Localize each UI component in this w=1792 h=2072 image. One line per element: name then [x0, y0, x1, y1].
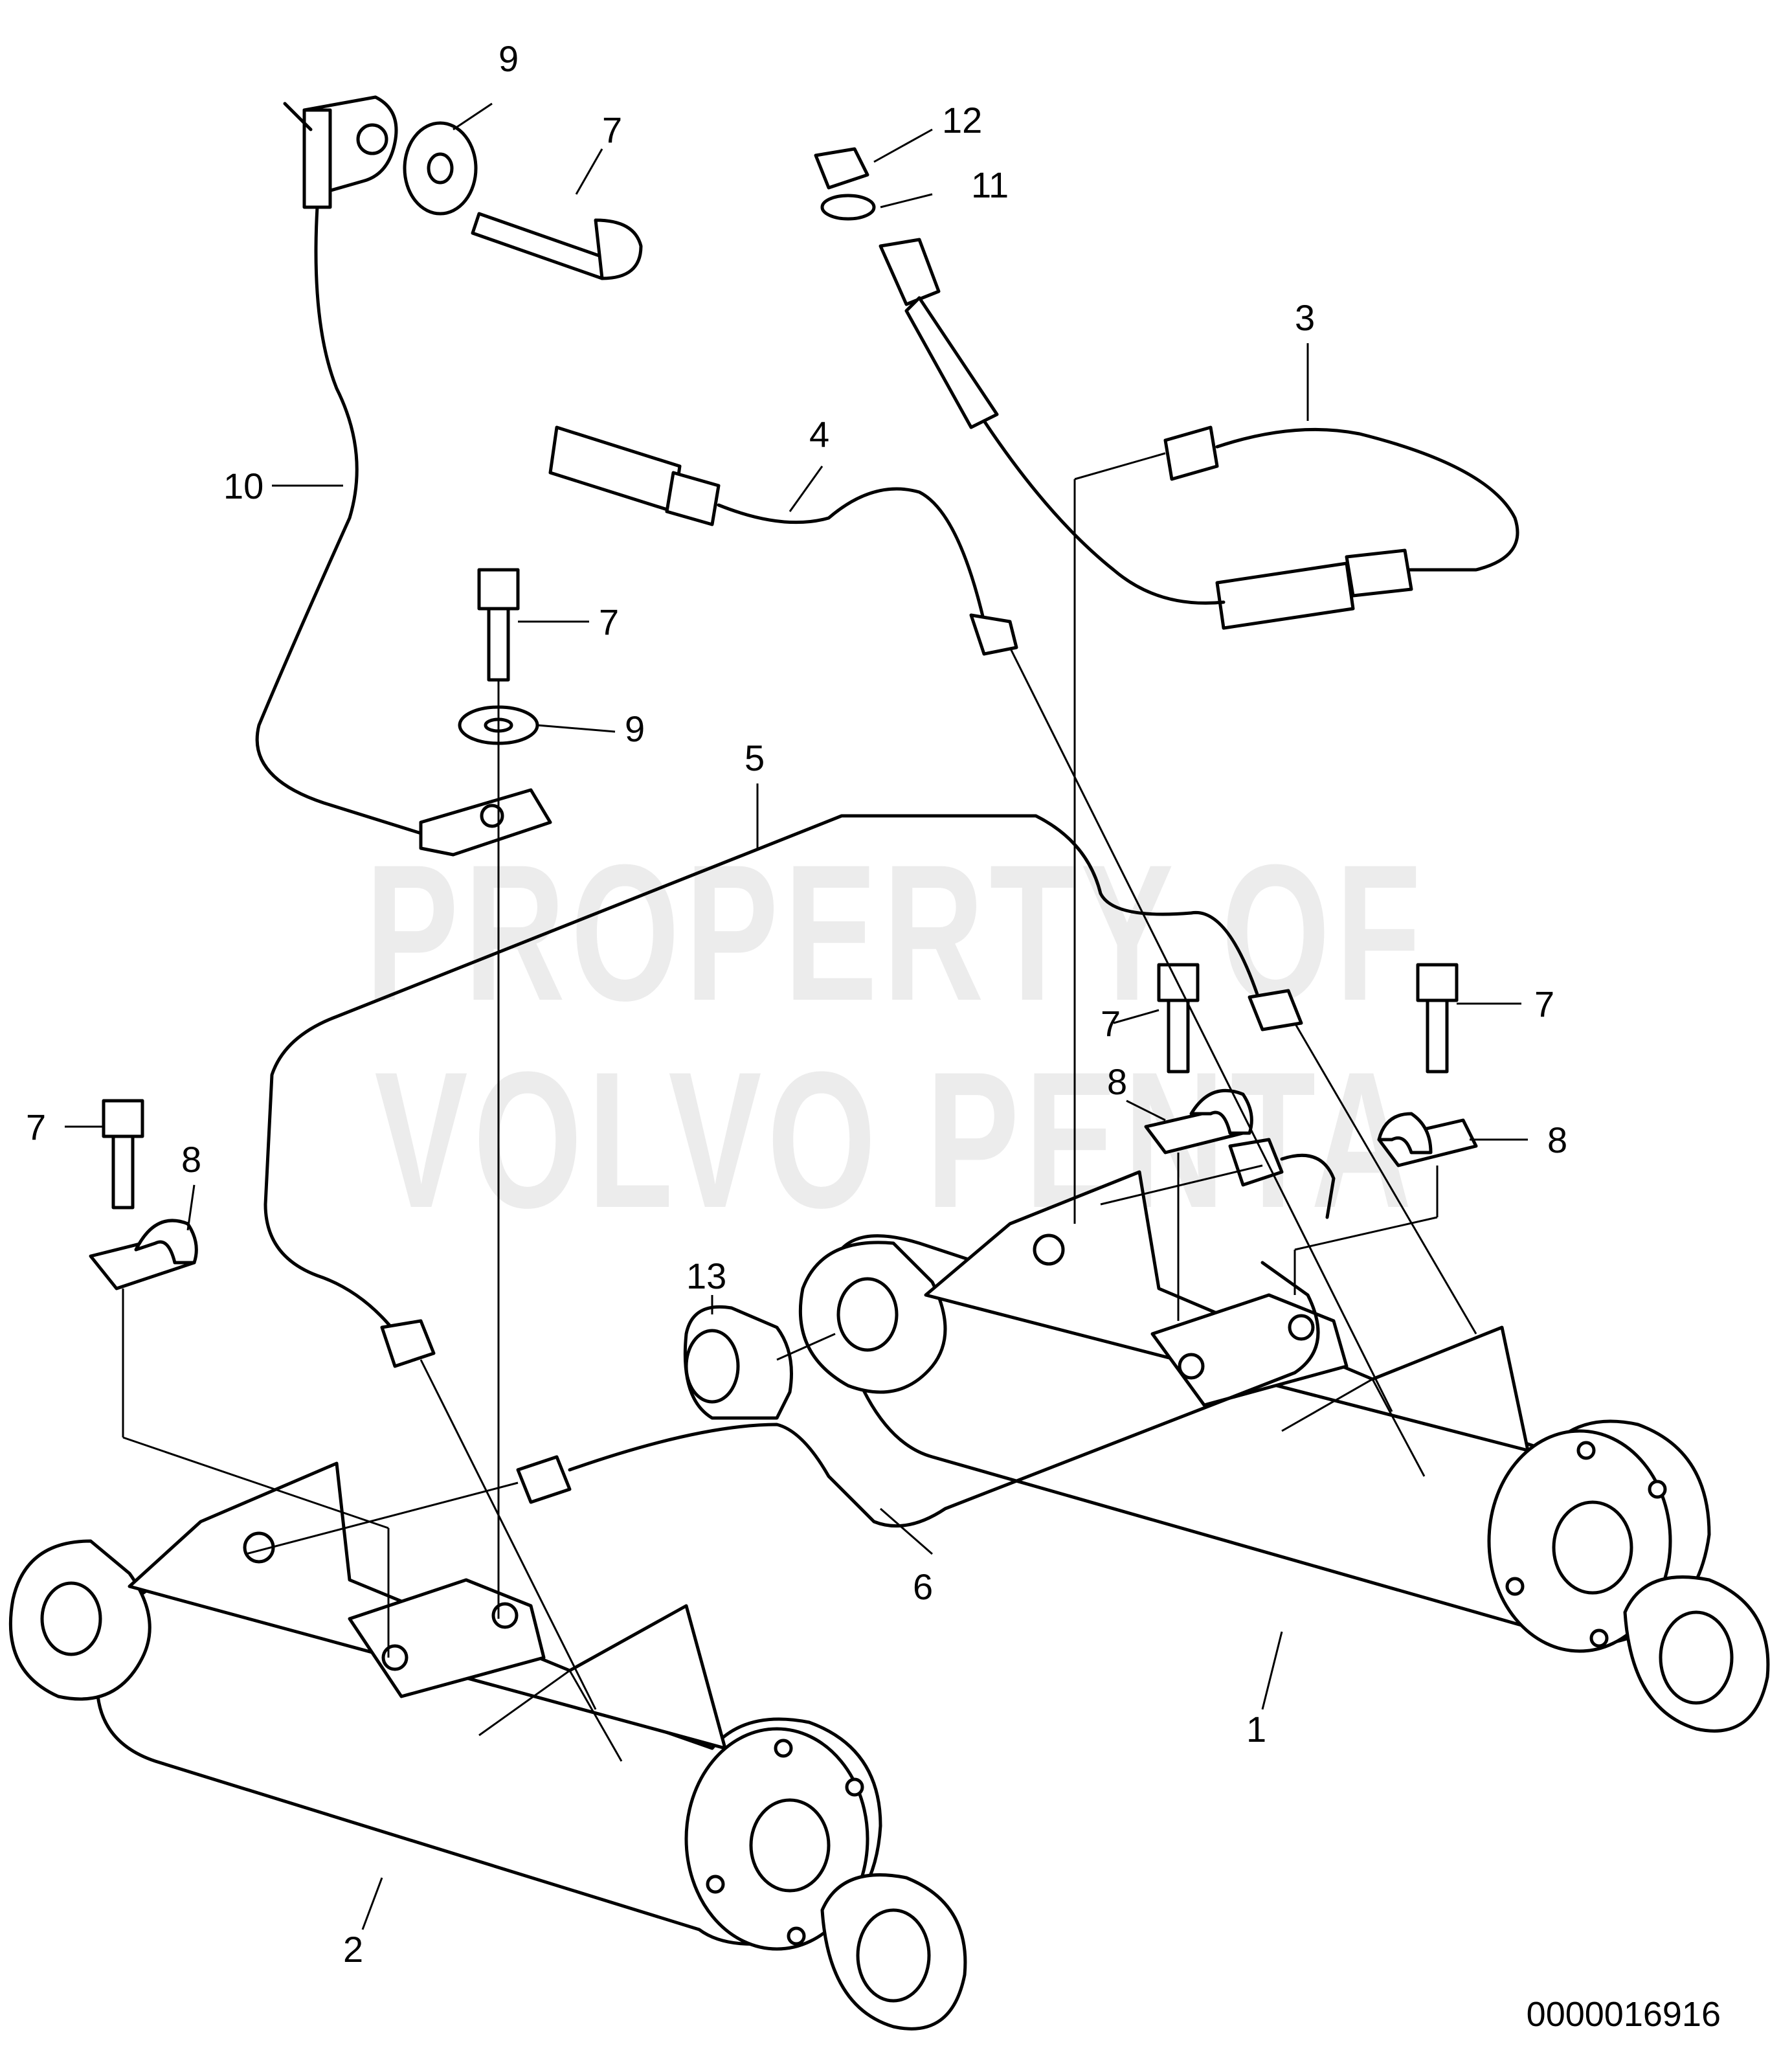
hydraulic-cylinder-2: [8, 1461, 967, 2031]
callout-2: 2: [343, 1929, 363, 1970]
bolt-7-right: [1416, 963, 1459, 1074]
watermark-line-2: VOLVO PENTA: [374, 1031, 1418, 1248]
reference-number: 0000016916: [1526, 1995, 1721, 2034]
callout-1: 1: [1246, 1709, 1266, 1750]
ground-cable-10: [255, 95, 552, 857]
brake-pipe-4: [548, 425, 1018, 656]
callout-4: 4: [809, 414, 829, 455]
pipe-clamp-8-left: [89, 1219, 198, 1290]
callout-3: 3: [1295, 297, 1315, 338]
callout-8-right: 8: [1547, 1120, 1567, 1160]
callout-12: 12: [942, 100, 982, 141]
callout-8-center: 8: [1107, 1061, 1127, 1102]
callout-7-middle: 7: [599, 602, 619, 642]
callout-5: 5: [745, 738, 765, 778]
sleeve-13: [683, 1305, 793, 1420]
callout-7-top: 7: [602, 109, 622, 150]
bolt-7-left: [102, 1099, 144, 1210]
brake-pipe-6: [516, 1138, 1336, 1528]
hydraulic-cylinder-1: [798, 1170, 1770, 1733]
watermark-line-1: PROPERTY OF: [365, 824, 1427, 1041]
bolt-7-top: [471, 212, 643, 280]
callout-8-left: 8: [181, 1139, 201, 1180]
callout-7-right: 7: [1534, 984, 1554, 1024]
callout-13: 13: [686, 1256, 726, 1296]
leader-lines: [65, 102, 1528, 1930]
lock-washer-9-top: [403, 121, 478, 216]
hose-connection-11-12: [814, 147, 1226, 605]
callout-7-center-right: 7: [1101, 1003, 1121, 1044]
callout-9-middle: 9: [625, 708, 645, 749]
callout-9-top: 9: [498, 38, 519, 79]
assembly-guide-lines: [122, 452, 1477, 1710]
callout-7-left: 7: [26, 1107, 46, 1147]
bolt-7-middle: [477, 568, 520, 682]
bolt-7-center-right: [1157, 963, 1200, 1074]
callout-10: 10: [223, 466, 263, 506]
brake-pipe-5: [263, 814, 1303, 1368]
callout-6: 6: [913, 1566, 933, 1607]
callout-11: 11: [971, 164, 1009, 205]
brake-pipe-3: [1163, 425, 1519, 630]
pipe-clamp-8-right: [1377, 1112, 1478, 1167]
callout-labels: 9 7 12 11 3 4 10 7 9 5 7 7 7 8 8 8 13 6 …: [26, 38, 1567, 1970]
